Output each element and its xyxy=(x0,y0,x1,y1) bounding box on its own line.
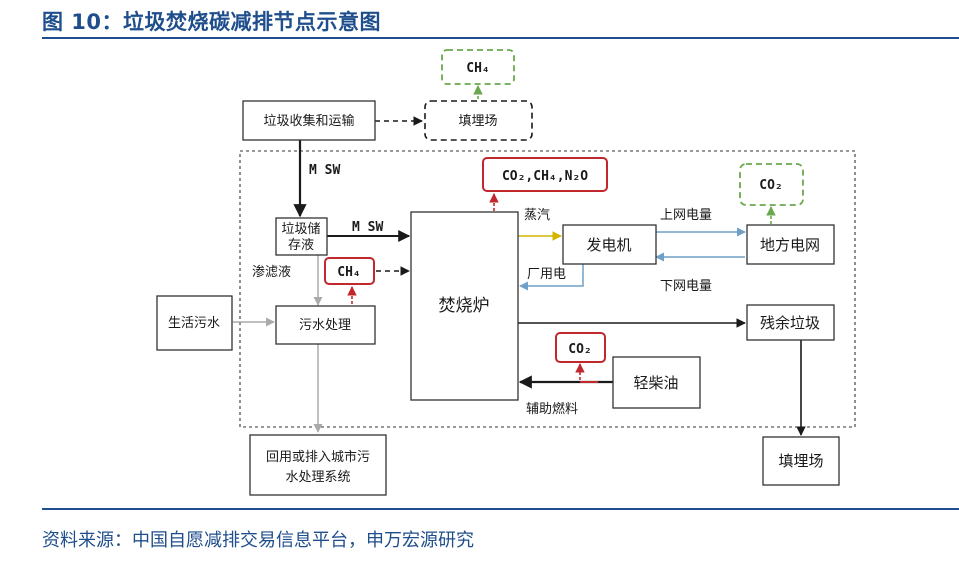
node-storage: 垃圾储 存液 xyxy=(275,217,328,256)
generator-label: 发电机 xyxy=(586,236,631,254)
source-note: 资料来源：中国自愿减排交易信息平台，申万宏源研究 xyxy=(42,530,474,551)
reuse-label-1: 回用或排入城市污 xyxy=(266,449,370,465)
node-incinerator: 焚烧炉 xyxy=(410,211,519,401)
ch4-top-label: CH₄ xyxy=(466,61,489,76)
landfill-top-label: 填埋场 xyxy=(458,114,497,129)
node-domestic-sewage: 生活污水 xyxy=(156,295,233,351)
steam-label: 蒸汽 xyxy=(524,208,550,223)
msw-vertical-label: M SW xyxy=(309,163,340,178)
node-ch4-mid: CH₄ xyxy=(324,257,375,285)
node-landfill-top: 填埋场 xyxy=(424,100,533,141)
source-rule xyxy=(42,508,959,510)
incinerator-label: 焚烧炉 xyxy=(439,296,490,316)
landfill-bottom-label: 填埋场 xyxy=(778,452,823,470)
node-residual-waste: 残余垃圾 xyxy=(746,304,835,341)
arrow-plant-power xyxy=(519,262,584,291)
node-co2-diesel: CO₂ xyxy=(555,332,606,363)
leachate-label: 渗滤液 xyxy=(252,265,291,280)
grid-up-label: 上网电量 xyxy=(660,208,712,223)
reuse-label-2: 水处理系统 xyxy=(285,470,350,485)
storage-label-2: 存液 xyxy=(288,238,314,253)
node-reuse: 回用或排入城市污 水处理系统 xyxy=(249,434,387,496)
sewage-treatment-label: 污水处理 xyxy=(299,318,351,333)
node-ch4-top: CH₄ xyxy=(441,49,515,85)
storage-label-1: 垃圾储 xyxy=(281,222,320,237)
collection-label: 垃圾收集和运输 xyxy=(263,113,354,129)
co2-grid-label: CO₂ xyxy=(759,178,782,193)
aux-fuel-label: 辅助燃料 xyxy=(526,401,578,417)
co2-diesel-label: CO₂ xyxy=(568,342,591,357)
node-local-grid: 地方电网 xyxy=(746,224,835,265)
node-emissions-incinerator: CO₂,CH₄,N₂O xyxy=(482,157,608,192)
node-generator: 发电机 xyxy=(562,224,657,265)
figure-title: 图 10：垃圾焚烧碳减排节点示意图 xyxy=(42,10,382,34)
emissions-incinerator-label: CO₂,CH₄,N₂O xyxy=(502,169,588,184)
msw-horizontal-label: M SW xyxy=(352,220,383,235)
node-landfill-bottom: 填埋场 xyxy=(762,436,840,486)
node-co2-grid: CO₂ xyxy=(739,163,804,206)
plant-boundary xyxy=(239,150,856,428)
node-collection: 垃圾收集和运输 xyxy=(242,100,376,141)
node-sewage-treatment: 污水处理 xyxy=(275,305,376,345)
ch4-mid-label: CH₄ xyxy=(337,265,360,280)
node-diesel: 轻柴油 xyxy=(612,356,701,409)
domestic-sewage-label: 生活污水 xyxy=(168,316,220,331)
title-rule xyxy=(42,37,959,39)
diesel-label: 轻柴油 xyxy=(633,374,678,392)
local-grid-label: 地方电网 xyxy=(760,236,820,254)
residual-waste-label: 残余垃圾 xyxy=(760,314,820,332)
grid-down-label: 下网电量 xyxy=(660,279,712,294)
plant-power-label: 厂用电 xyxy=(527,267,566,282)
